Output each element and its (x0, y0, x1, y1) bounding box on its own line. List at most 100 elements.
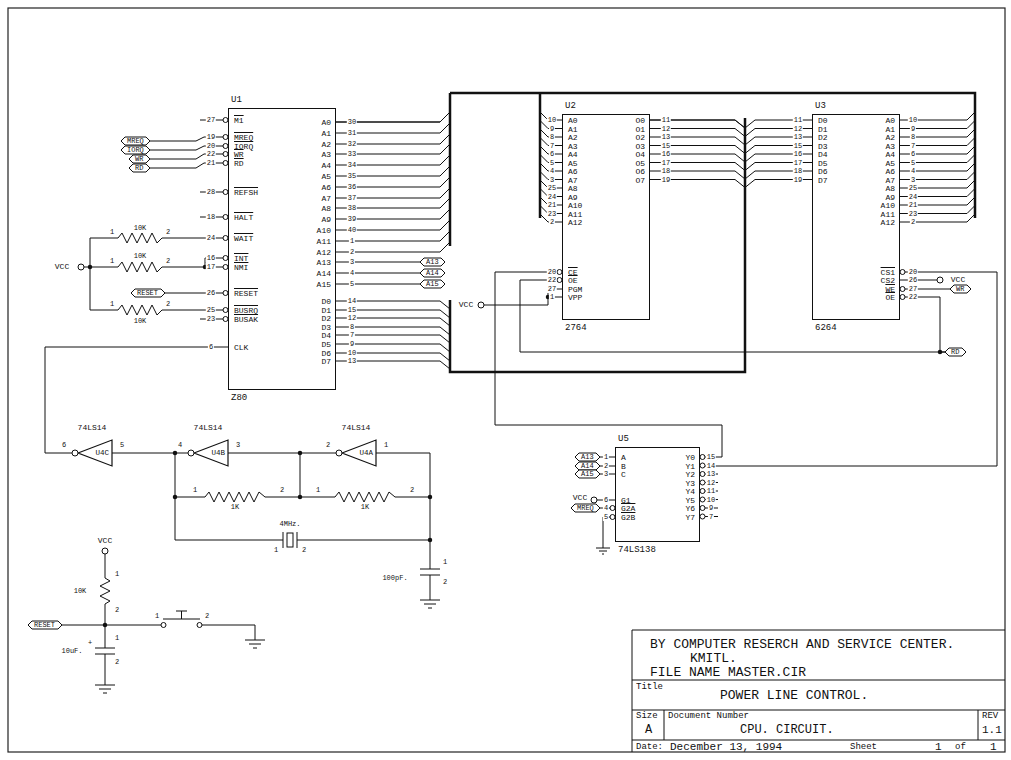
pin-number: 19 (661, 176, 671, 184)
pin-number: 5 (603, 513, 609, 521)
pin-number: 6 (549, 150, 555, 158)
pin-number: 39 (347, 215, 357, 223)
pin-number: 14 (347, 297, 357, 305)
flag-shape (571, 504, 600, 512)
pin-number: 25 (547, 184, 557, 192)
pin-name: Y5 (685, 497, 695, 505)
pin-name: A5 (568, 160, 578, 168)
flag-shape (121, 137, 150, 145)
pin-name: A9 (321, 216, 331, 224)
pin-name: A12 (881, 219, 895, 227)
signal-flag: A14 (420, 269, 445, 277)
pin-name: A10 (317, 227, 331, 235)
component-value: 1 (155, 612, 159, 620)
pin-number: 22 (908, 293, 918, 301)
signal-name: RD (951, 348, 959, 356)
ic-chip: U2A0A1A2A3A4A5A6A7A8A9A10A11A12CEOEPGMVP… (562, 114, 650, 320)
title-block-text: 1 (990, 742, 997, 753)
wire (45, 347, 228, 453)
wire (165, 293, 228, 294)
inverter-triangle (342, 440, 376, 466)
pin-name: D1 (321, 307, 331, 315)
pin-number: 25 (206, 306, 216, 314)
pin-name: CS2 (881, 277, 895, 285)
component-value: 1K (231, 503, 239, 511)
power-label: VCC (573, 494, 587, 502)
title-block-text: A (645, 724, 652, 736)
pin-number: 9 (708, 504, 714, 512)
pin-name: G1 (621, 497, 631, 505)
pin-number: 10 (908, 116, 918, 124)
pin-name: A11 (881, 211, 895, 219)
pin-number: 27 (908, 285, 918, 293)
pin-name: D0 (818, 117, 828, 125)
pin-number: 15 (661, 142, 671, 150)
component-value: 10K (134, 317, 147, 325)
pin-name: A11 (568, 211, 582, 219)
signal-name: A13 (426, 258, 439, 266)
pin-name: Y4 (685, 488, 695, 496)
ic-chip: U3D0D1D2D3D4D5D6D7A0A1A2A3A4A5A6A7A8A9A1… (812, 114, 900, 320)
pin-name: A12 (317, 249, 331, 257)
pin-number: 26 (908, 276, 918, 284)
pin-number: 2 (603, 462, 609, 470)
pin-number: 22 (206, 150, 216, 158)
wire (62, 120, 1005, 752)
flag-shape (28, 621, 62, 629)
pin-name: CLK (234, 344, 248, 352)
pin-number: 15 (793, 142, 803, 150)
pin-number: 1 (549, 293, 555, 301)
title-block-text: 1 (935, 742, 942, 753)
pin-name: O7 (635, 177, 645, 185)
power-label: VCC (951, 276, 965, 284)
component-value: 2 (410, 486, 414, 494)
pin-name: IORQ (234, 143, 253, 151)
pin-name: A5 (885, 160, 895, 168)
pin-name: A7 (885, 177, 895, 185)
signal-flag: WR (950, 285, 971, 293)
signal-name: MREQ (577, 504, 594, 512)
pin-number: 11 (793, 116, 803, 124)
signal-flag: A13 (420, 258, 445, 266)
component-value: 1 (193, 486, 197, 494)
pin-number: 21 (547, 201, 557, 209)
pin-number: 7 (349, 331, 355, 339)
pin-name: C (621, 471, 626, 479)
pin-number: 15 (706, 453, 716, 461)
pin-name: O6 (635, 168, 645, 176)
pin-name: A4 (568, 151, 578, 159)
pin-number: 4 (603, 504, 609, 512)
pin-number: 16 (661, 150, 671, 158)
pin-name: MREQ (234, 134, 253, 142)
pin-number: 5 (549, 159, 555, 167)
flag-shape (575, 453, 600, 461)
chip-ref: U2 (565, 102, 576, 111)
title-block-text: REV (982, 712, 998, 721)
pin-name: A15 (317, 281, 331, 289)
pin-number: 18 (793, 167, 803, 175)
pin-name: CS1 (881, 269, 895, 277)
wire (520, 280, 945, 352)
component-value: 2 (443, 578, 447, 586)
pin-name: A4 (885, 151, 895, 159)
pin-number: 23 (206, 315, 216, 323)
pin-number: 4 (349, 269, 355, 277)
pin-name: A4 (321, 162, 331, 170)
pin-name: A10 (881, 202, 895, 210)
pin-number: 18 (661, 167, 671, 175)
pin-name: A7 (321, 195, 331, 203)
pin-number: 2 (349, 248, 355, 256)
pin-name: Y3 (685, 480, 695, 488)
flag-shape (420, 280, 445, 288)
drawing-title: POWER LINE CONTROL. (720, 689, 868, 702)
pin-number: 17 (206, 263, 216, 271)
pin-number: 31 (347, 129, 357, 137)
pin-name: OE (568, 277, 578, 285)
pin-number: 4 (178, 441, 182, 449)
wire (228, 453, 336, 454)
pin-name: D7 (321, 358, 331, 366)
flag-shape (420, 258, 445, 266)
pin-number: 11 (706, 487, 716, 495)
flag-shape (950, 285, 971, 293)
pin-name: D5 (321, 341, 331, 349)
